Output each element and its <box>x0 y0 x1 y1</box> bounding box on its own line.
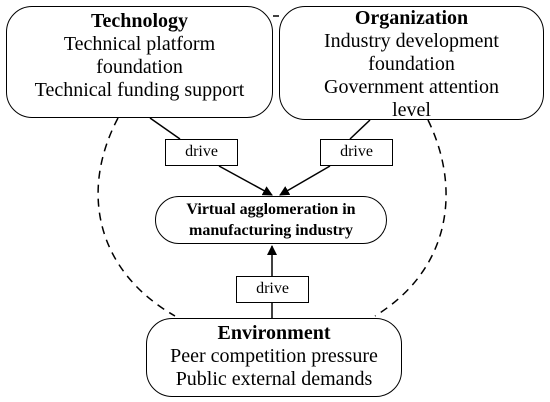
organization-node: Organization Industry development founda… <box>279 6 544 121</box>
center-node: Virtual agglomeration in manufacturing i… <box>155 196 387 244</box>
organization-factor: Government attention <box>324 76 499 98</box>
drive-label-technology: drive <box>165 139 238 166</box>
dashed-arc-right <box>374 119 447 317</box>
drive-label-environment: drive <box>236 276 309 303</box>
organization-title: Organization <box>354 7 469 29</box>
environment-factor: Peer competition pressure <box>170 345 378 367</box>
technology-factor: Technical platform <box>63 33 216 55</box>
organization-factor: foundation <box>368 53 455 75</box>
environment-title: Environment <box>217 322 331 344</box>
center-label: manufacturing industry <box>188 222 354 239</box>
technology-factor: Technical funding support <box>34 79 245 101</box>
organization-factor: level <box>392 99 431 121</box>
arrow-technology-to-drive <box>149 117 181 140</box>
technology-node: Technology Technical platform foundation… <box>6 6 273 118</box>
drive-label-organization: drive <box>320 139 393 166</box>
center-label: Virtual agglomeration in <box>186 201 356 218</box>
arrow-organization-to-center <box>279 165 331 196</box>
arrow-organization-to-drive <box>349 119 371 140</box>
arrow-technology-to-center <box>218 165 273 196</box>
technology-title: Technology <box>90 10 189 32</box>
organization-factor: Industry development <box>324 30 499 52</box>
technology-factor: foundation <box>96 56 183 78</box>
environment-factor: Public external demands <box>175 368 373 390</box>
environment-node: Environment Peer competition pressure Pu… <box>146 318 402 397</box>
dashed-arc-left <box>97 117 176 317</box>
